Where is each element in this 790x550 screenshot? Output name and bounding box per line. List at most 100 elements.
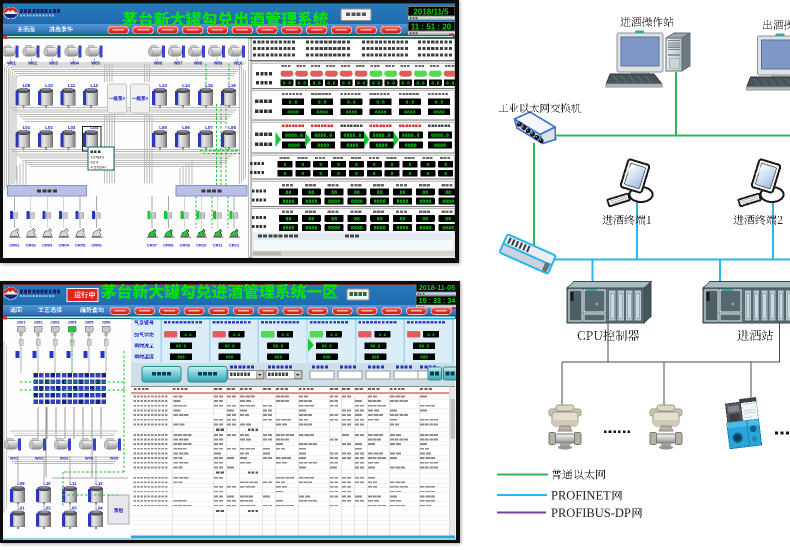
svg-text:88: 88	[331, 190, 337, 196]
svg-text:8888: 8888	[346, 110, 358, 116]
svg-text:8888: 8888	[282, 199, 294, 205]
svg-text:J304: J304	[68, 320, 78, 325]
svg-text:L02: L02	[43, 506, 51, 511]
svg-text:8.8: 8.8	[357, 80, 366, 86]
svg-text:8.8: 8.8	[427, 334, 435, 338]
svg-text:L10: L10	[43, 481, 51, 486]
svg-text:一级泵#: 一级泵#	[132, 95, 149, 102]
svg-text:8: 8	[301, 162, 304, 168]
svg-text:8: 8	[337, 171, 340, 177]
svg-text:88: 88	[377, 216, 383, 222]
svg-text:J301: J301	[17, 320, 27, 325]
svg-text:8: 8	[284, 162, 287, 168]
svg-text:8.8: 8.8	[379, 334, 387, 338]
svg-text:8.8: 8.8	[372, 80, 381, 86]
svg-text:88: 88	[422, 190, 428, 196]
svg-text:8888: 8888	[328, 226, 340, 232]
svg-text:8: 8	[319, 171, 322, 177]
svg-text:8: 8	[444, 162, 447, 168]
svg-text:88: 88	[354, 190, 360, 196]
svg-text:8888: 8888	[375, 110, 387, 116]
svg-text:8888: 8888	[396, 226, 408, 232]
svg-text:8888: 8888	[433, 110, 445, 116]
svg-text:8: 8	[337, 162, 340, 168]
svg-text:W05: W05	[91, 61, 100, 66]
svg-text:L04: L04	[95, 506, 103, 511]
svg-text:88: 88	[422, 216, 428, 222]
svg-text:88: 88	[399, 190, 405, 196]
svg-text:W02: W02	[28, 61, 37, 66]
svg-text:8.8: 8.8	[402, 80, 411, 86]
svg-text:8: 8	[301, 171, 304, 177]
svg-text:L03: L03	[68, 125, 76, 130]
svg-text:J305: J305	[85, 320, 95, 325]
svg-text:8888: 8888	[442, 226, 454, 232]
svg-text:CR10: CR10	[196, 243, 207, 248]
svg-text:8888: 8888	[305, 199, 317, 205]
svg-text:8.8: 8.8	[312, 80, 321, 86]
svg-text:J303: J303	[51, 320, 61, 325]
svg-text:88: 88	[354, 216, 360, 222]
svg-text:8888: 8888	[317, 143, 329, 149]
svg-text:W06: W06	[154, 61, 163, 66]
svg-text:8: 8	[391, 162, 394, 168]
svg-text:8888: 8888	[351, 226, 363, 232]
svg-text:W03: W03	[49, 61, 58, 66]
svg-text:CR05: CR05	[75, 243, 86, 248]
svg-text:8.8: 8.8	[184, 334, 192, 338]
svg-text:8: 8	[391, 171, 394, 177]
svg-text:8: 8	[373, 171, 376, 177]
svg-text:L01: L01	[17, 506, 25, 511]
svg-text:8.8: 8.8	[431, 80, 440, 86]
svg-text:L14: L14	[182, 83, 190, 88]
svg-text:8.8: 8.8	[405, 100, 414, 106]
svg-text:8.8: 8.8	[387, 80, 396, 86]
svg-text:W03: W03	[60, 456, 69, 461]
svg-text:L09: L09	[17, 481, 25, 486]
svg-text:8: 8	[426, 171, 429, 177]
svg-text:8888: 8888	[405, 143, 417, 149]
svg-text:J306: J306	[102, 320, 112, 325]
svg-text:L09: L09	[23, 83, 31, 88]
svg-text:L08: L08	[228, 125, 236, 130]
svg-text:一级泵#: 一级泵#	[109, 95, 126, 102]
svg-text:CR08: CR08	[163, 243, 174, 248]
svg-text:CR06: CR06	[91, 243, 102, 248]
svg-text:8888.8: 8888.8	[285, 133, 303, 139]
svg-text:L10: L10	[45, 83, 53, 88]
svg-text:L01: L01	[23, 125, 31, 130]
svg-text:8.8: 8.8	[298, 80, 307, 86]
svg-text:8888: 8888	[282, 226, 294, 232]
svg-text:W04: W04	[85, 456, 94, 461]
svg-text:W05: W05	[110, 456, 119, 461]
svg-text:8888: 8888	[351, 199, 363, 205]
svg-text:8888: 8888	[376, 143, 388, 149]
svg-text:8.8: 8.8	[330, 334, 338, 338]
svg-text:88.8: 88.8	[322, 346, 333, 350]
svg-text:L11: L11	[70, 481, 78, 486]
svg-text:888: 888	[226, 357, 234, 361]
svg-text:8.8: 8.8	[416, 80, 425, 86]
svg-text:L16: L16	[228, 83, 236, 88]
svg-text:8888: 8888	[316, 110, 328, 116]
svg-text:888: 888	[274, 357, 282, 361]
svg-text:泵组: 泵组	[114, 507, 124, 514]
svg-text:8: 8	[355, 162, 358, 168]
svg-text:2018/11/5: 2018/11/5	[413, 7, 449, 16]
svg-text:8: 8	[426, 162, 429, 168]
svg-text:W01: W01	[10, 456, 19, 461]
svg-text:8888: 8888	[396, 199, 408, 205]
svg-text:88.8: 88.8	[225, 346, 236, 350]
svg-text:11 : 51 : 20: 11 : 51 : 20	[411, 22, 452, 31]
svg-text:8888.8: 8888.8	[402, 133, 420, 139]
svg-text:8.8: 8.8	[282, 334, 290, 338]
svg-text:8: 8	[409, 162, 412, 168]
svg-text:L05: L05	[159, 125, 167, 130]
svg-text:88: 88	[445, 190, 451, 196]
svg-text:8: 8	[409, 171, 412, 177]
svg-text:L07: L07	[205, 125, 213, 130]
svg-text:88: 88	[285, 216, 291, 222]
svg-text:8.8: 8.8	[446, 80, 455, 86]
svg-text:CR12: CR12	[229, 243, 240, 248]
svg-text:CR11: CR11	[213, 243, 224, 248]
